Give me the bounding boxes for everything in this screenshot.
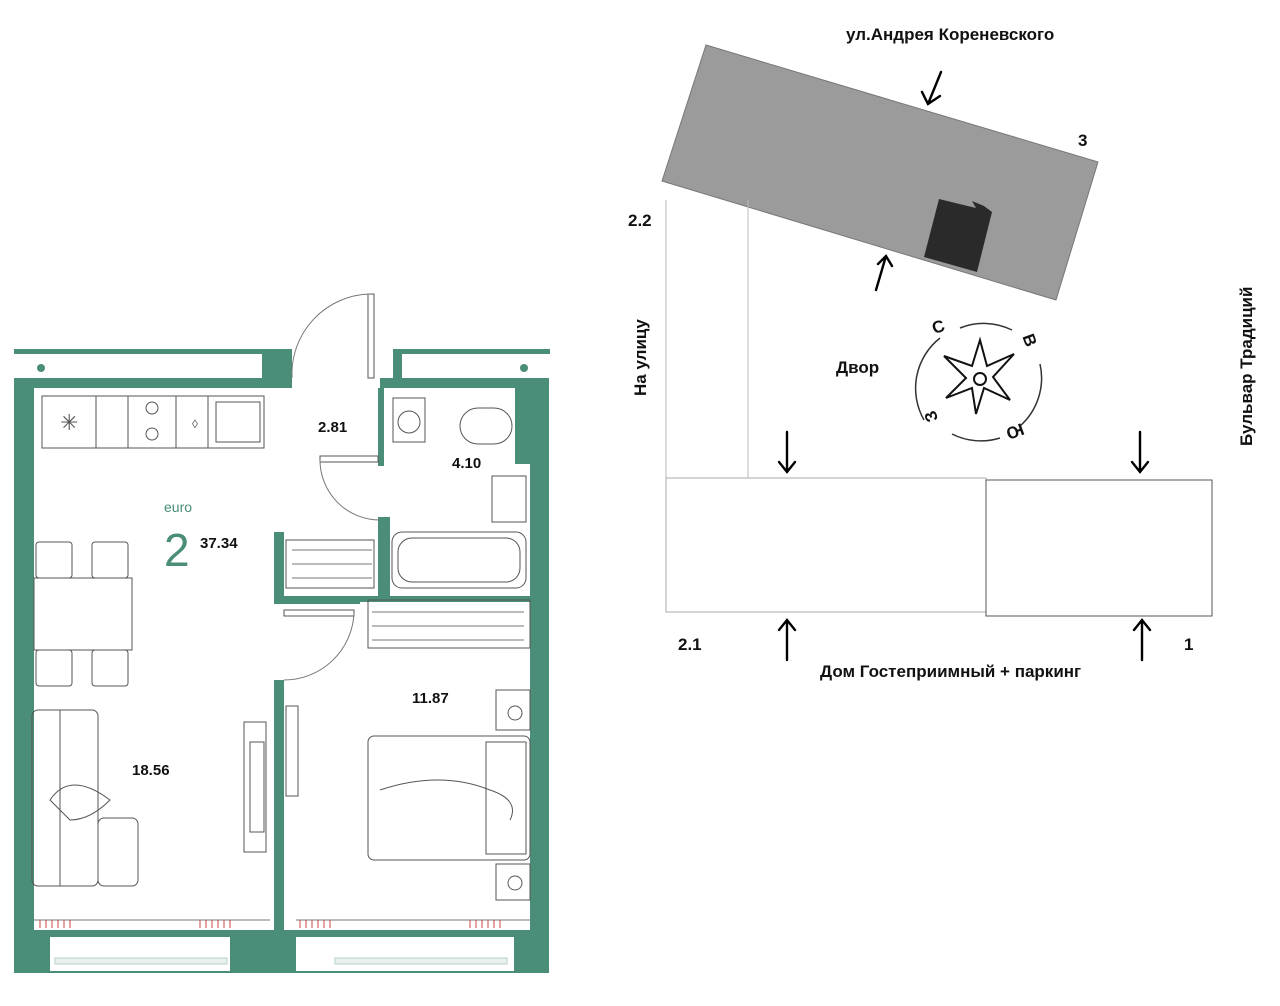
windows bbox=[34, 919, 530, 971]
total-area: 37.34 bbox=[200, 535, 238, 552]
room-area-bathroom: 4.10 bbox=[452, 455, 481, 472]
room-area-living: 18.56 bbox=[132, 762, 170, 779]
building-2-1 bbox=[665, 477, 987, 613]
compass-west: З bbox=[921, 408, 942, 425]
apartment-plan: ✳ ◊ bbox=[14, 293, 550, 973]
svg-text:◊: ◊ bbox=[192, 417, 198, 431]
rooms-count: 2 bbox=[164, 524, 190, 576]
street-left-label: На улицу bbox=[631, 319, 650, 396]
building-3 bbox=[661, 44, 1099, 301]
plan-type-label: euro bbox=[164, 499, 192, 515]
section-label-1: 1 bbox=[1184, 635, 1193, 654]
bed bbox=[367, 689, 531, 901]
sofa bbox=[31, 709, 139, 887]
street-right-label: Бульвар Традиций bbox=[1237, 287, 1256, 446]
compass-north: С bbox=[930, 316, 948, 338]
bathroom-fixtures bbox=[391, 397, 527, 589]
dining-set bbox=[33, 541, 133, 687]
balcony-rail-left bbox=[14, 349, 270, 354]
section-label-2-1: 2.1 bbox=[678, 635, 702, 654]
svg-text:✳: ✳ bbox=[60, 410, 78, 435]
arrows bbox=[777, 70, 1152, 662]
building-1 bbox=[985, 479, 1213, 617]
room-area-bedroom: 11.87 bbox=[412, 690, 449, 707]
compass-east: В bbox=[1019, 331, 1041, 349]
yard-label: Двор bbox=[836, 358, 879, 377]
section-label-3: 3 bbox=[1078, 131, 1087, 150]
compass-rose: С В Ю З bbox=[914, 316, 1043, 443]
street-top-label: ул.Андрея Кореневского bbox=[846, 25, 1054, 44]
entrance-door bbox=[291, 293, 375, 379]
kitchen-counter: ✳ ◊ bbox=[41, 395, 265, 449]
street-bottom-label: Дом Гостеприимный + паркинг bbox=[820, 662, 1081, 681]
site-plan: С В Ю З ул.Андрея Кореневского Двор 3 2.… bbox=[628, 25, 1256, 681]
section-label-2-2: 2.2 bbox=[628, 211, 652, 230]
compass-south: Ю bbox=[1004, 419, 1027, 443]
exterior-walls bbox=[14, 349, 549, 973]
room-area-hall: 2.81 bbox=[318, 419, 347, 436]
